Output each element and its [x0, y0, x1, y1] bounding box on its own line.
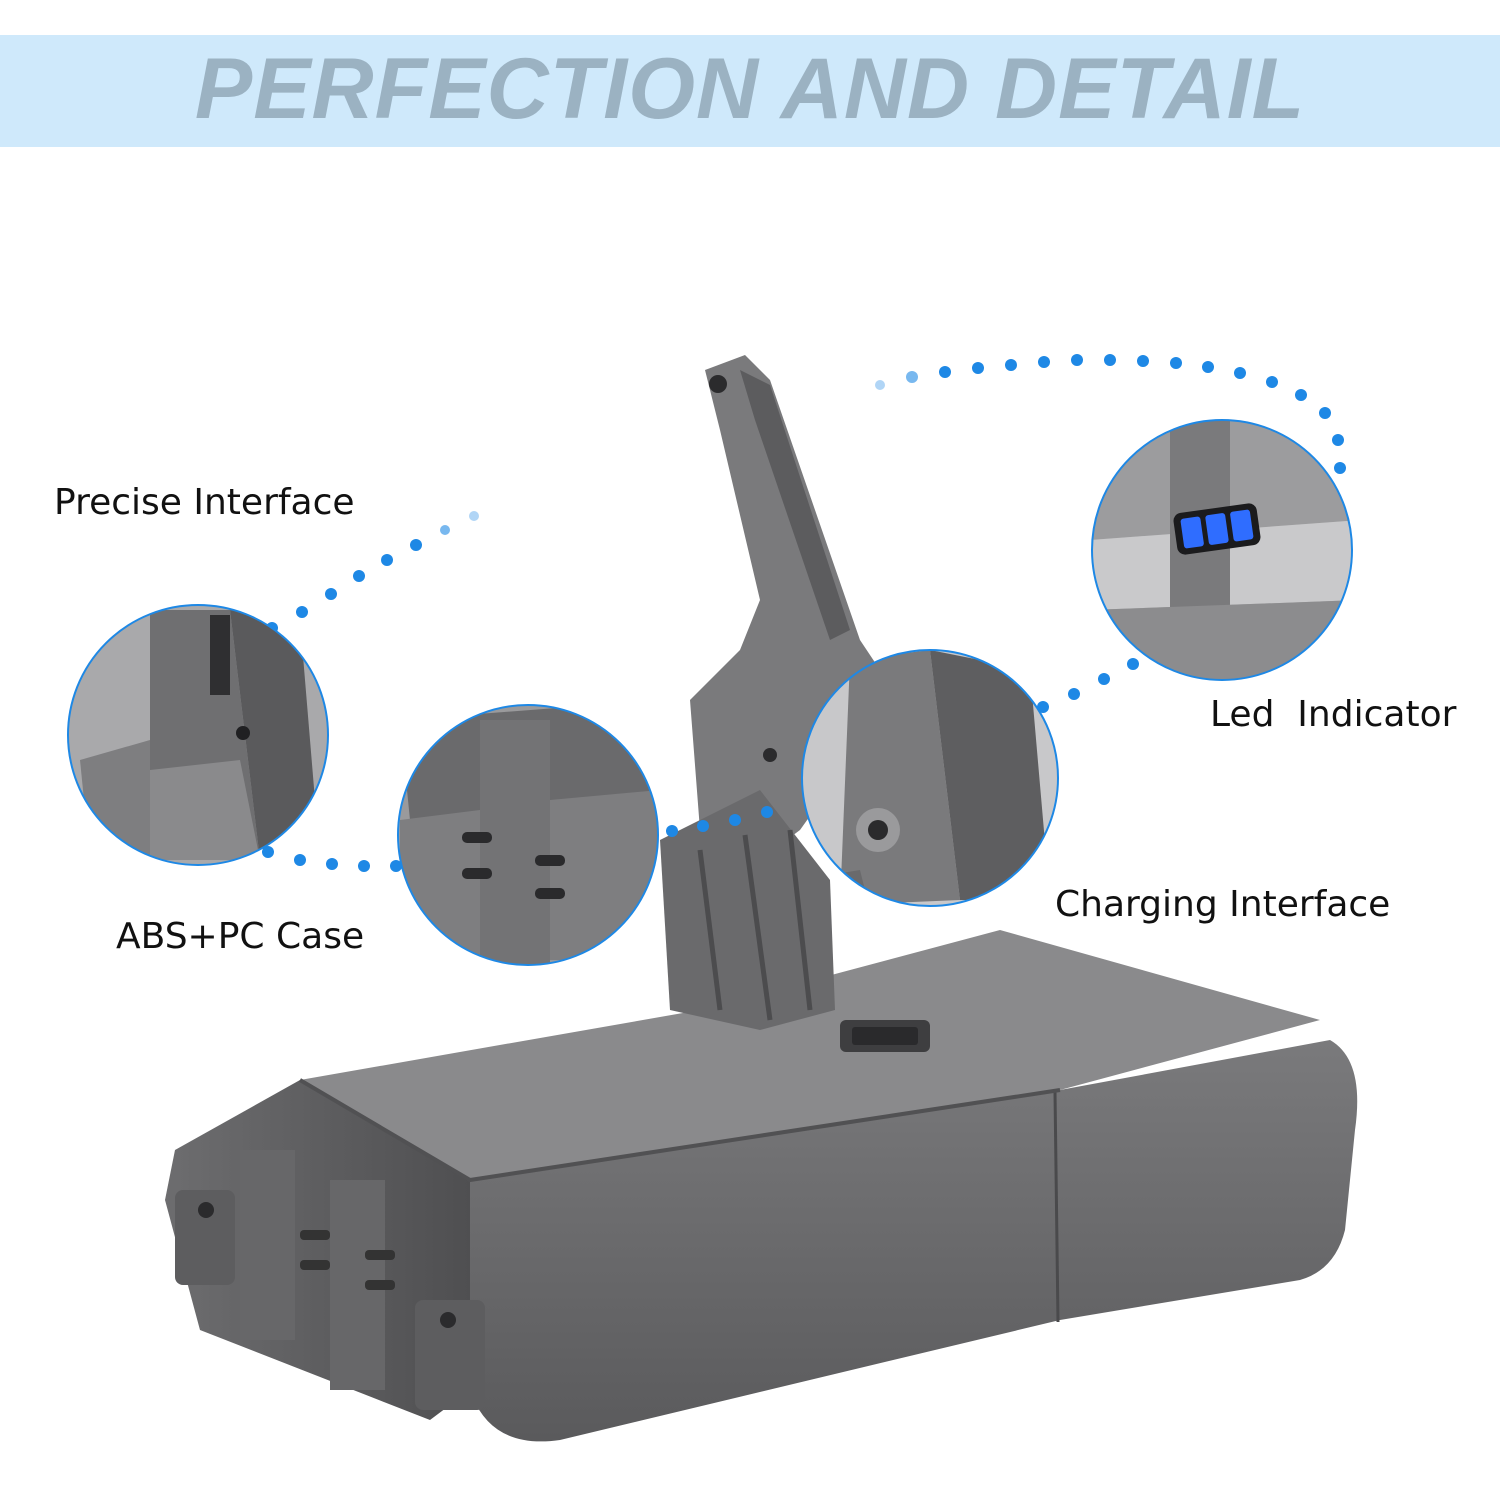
callout-charging-interface: Charging Interface — [1055, 884, 1391, 925]
zoom-circle-led-indicator — [1091, 419, 1353, 681]
banner-title: PERFECTION AND DETAIL — [194, 41, 1306, 137]
callout-precise-interface: Precise Interface — [54, 482, 355, 523]
battery-body — [165, 930, 1358, 1442]
zoom-circle-precise-interface — [67, 604, 329, 866]
callout-abs-pc-case: ABS+PC Case — [116, 916, 365, 957]
zoom-circle-abs-pc-case — [397, 704, 659, 966]
led-lights — [1180, 509, 1254, 549]
header-banner — [0, 35, 1500, 147]
callout-led-indicator: Led Indicator — [1210, 694, 1457, 735]
zoom-circle-charging-interface — [801, 649, 1059, 907]
